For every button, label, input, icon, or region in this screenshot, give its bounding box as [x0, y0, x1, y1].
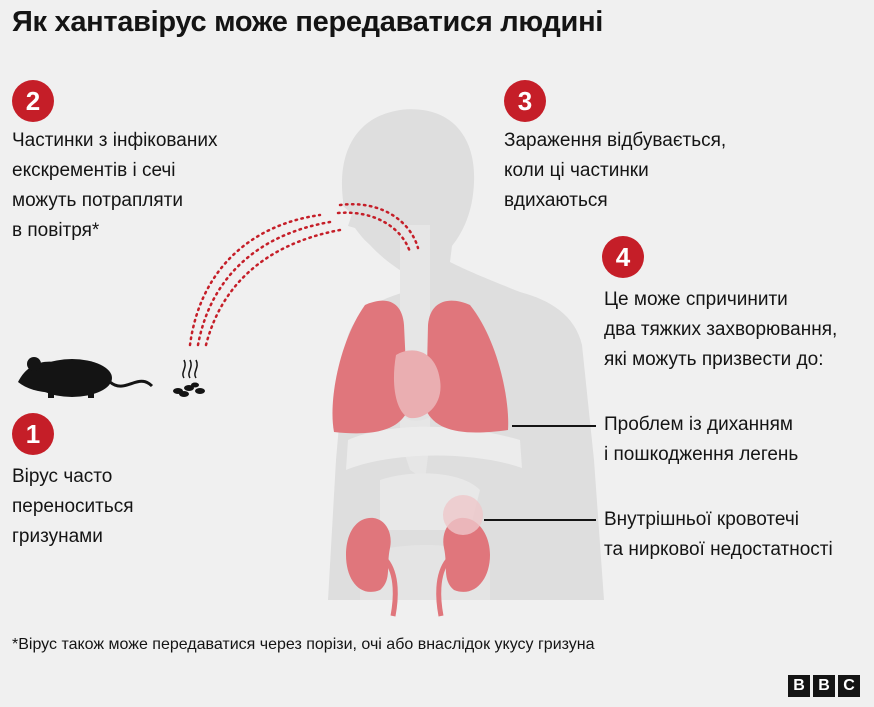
step-4-text: Це може спричинити два тяжких захворюван… [604, 285, 837, 375]
footnote: *Вірус також може передаватися через пор… [12, 636, 595, 653]
step-text-line: Вірус часто [12, 466, 113, 487]
step-1-badge: 1 [12, 413, 54, 455]
step-3-text: Зараження відбувається, коли ці частинки… [504, 126, 726, 216]
step-text-line: переноситься [12, 496, 134, 517]
step-text-line: екскрементів і сечі [12, 160, 176, 181]
step-text-line: вдихаються [504, 190, 608, 211]
step-text-line: два тяжких захворювання, [604, 319, 838, 340]
mouse-icon [18, 357, 154, 398]
bbc-logo-letter: C [838, 675, 860, 697]
outcome-text-line: і пошкодження легень [604, 444, 799, 465]
step-text-line: Це може спричинити [604, 289, 788, 310]
step-text-line: гризунами [12, 526, 103, 547]
outcome-text-line: та ниркової недостатності [604, 539, 833, 560]
outcome-text-line: Внутрішньої кровотечі [604, 509, 799, 530]
step-text-line: які можуть призвести до: [604, 349, 824, 370]
bbc-logo-letter: B [788, 675, 810, 697]
outcome-text-line: Проблем із диханням [604, 414, 793, 435]
step-text-line: Частинки з інфікованих [12, 130, 218, 151]
outcome-kidneys-text: Внутрішньої кровотечі та ниркової недост… [604, 505, 833, 565]
kidneys-icon [346, 495, 490, 617]
bbc-logo-letter: B [813, 675, 835, 697]
particle-trail-icon [188, 202, 420, 347]
step-3-badge: 3 [504, 80, 546, 122]
bbc-logo: B B C [788, 675, 860, 697]
step-1-text: Вірус часто переноситься гризунами [12, 462, 134, 552]
step-2-text: Частинки з інфікованих екскрементів і се… [12, 126, 217, 246]
step-text-line: в повітря* [12, 220, 100, 241]
droppings-icon [173, 359, 205, 397]
step-2-badge: 2 [12, 80, 54, 122]
step-4-badge: 4 [602, 236, 644, 278]
page-title: Як хантавірус може передаватися людині [12, 6, 604, 38]
lungs-icon [332, 300, 509, 434]
outcome-lungs-text: Проблем із диханням і пошкодження легень [604, 410, 798, 470]
step-text-line: коли ці частинки [504, 160, 649, 181]
step-text-line: можуть потрапляти [12, 190, 183, 211]
step-text-line: Зараження відбувається, [504, 130, 727, 151]
